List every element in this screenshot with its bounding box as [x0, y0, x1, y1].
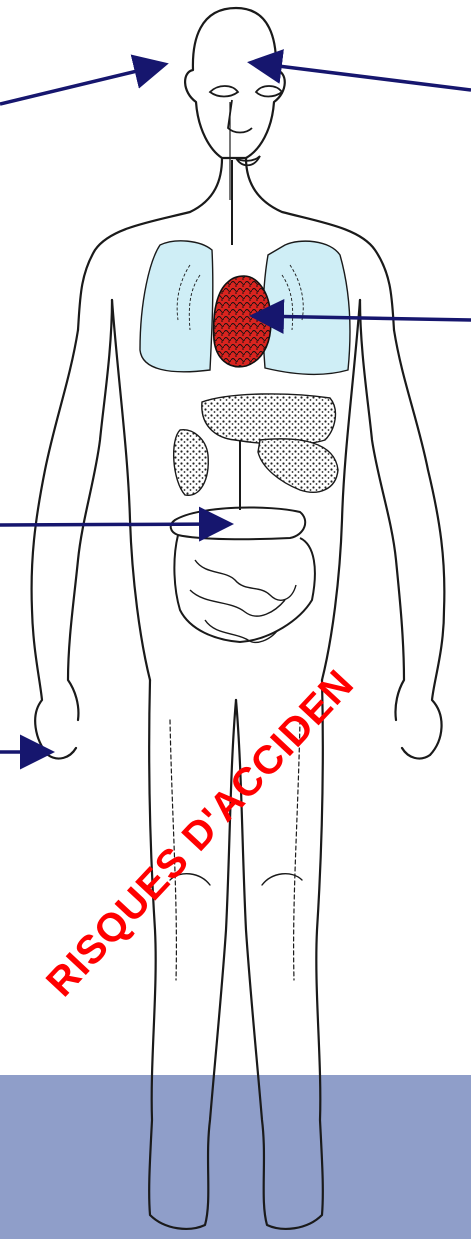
- intestines: [171, 507, 315, 642]
- heart: [214, 276, 271, 367]
- left-lung: [140, 241, 213, 372]
- arrow-intestines: [0, 524, 227, 525]
- body-outline: [32, 8, 445, 1229]
- nose: [228, 100, 252, 133]
- kidney: [174, 430, 209, 496]
- left-eye: [210, 86, 238, 97]
- arrow-head-left: [0, 65, 162, 104]
- stomach: [258, 439, 338, 492]
- arrow-head-right: [254, 63, 471, 90]
- right-lung: [263, 241, 350, 374]
- face: [210, 86, 282, 200]
- head-outline: [185, 8, 285, 158]
- right-eye: [256, 86, 282, 97]
- liver: [202, 394, 336, 445]
